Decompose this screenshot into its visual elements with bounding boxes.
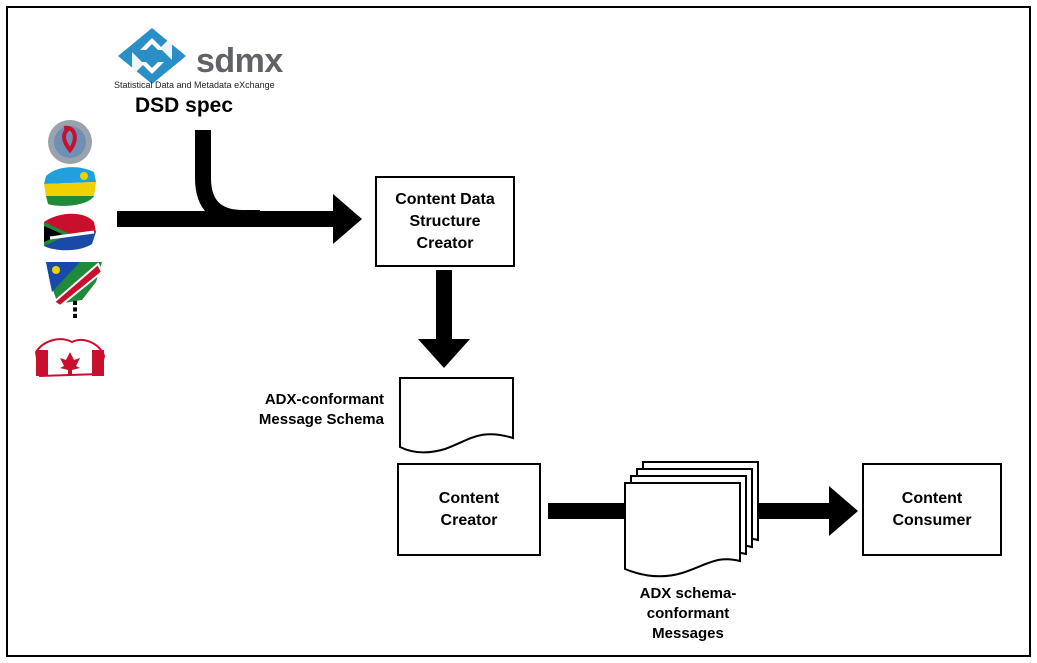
dsd-spec-connector (195, 130, 260, 226)
content-consumer-label: Content Consumer (892, 489, 972, 529)
dsd-spec-label: DSD spec (135, 94, 234, 117)
rwanda-flag-map-icon (44, 167, 96, 206)
sdmx-logo-text: sdmx (196, 42, 283, 80)
message-schema-label: ADX-conformant Message Schema (258, 391, 384, 428)
messages-to-consumer-arrow (758, 486, 858, 536)
sources-ellipsis: ⋮ (64, 297, 86, 322)
content-consumer-box: Content Consumer (862, 463, 1002, 556)
creator-to-messages-arrow (548, 503, 626, 519)
content-creator-box: Content Creator (397, 463, 541, 556)
messages-label: ADX schema-conformant Messages (639, 585, 737, 642)
schema-document-icon (399, 377, 514, 454)
structure-creator-label: Content Data Structure Creator (395, 190, 495, 252)
messages-stack-icon (624, 461, 759, 578)
canada-flag-map-icon (34, 338, 106, 378)
un-aids-emblem-icon (48, 120, 92, 164)
south-africa-flag-map-icon (44, 213, 96, 251)
structure-to-schema-arrow (418, 270, 470, 368)
diagram-frame (6, 6, 1031, 657)
sdmx-logo-subtitle: Statistical Data and Metadata eXchange (114, 80, 275, 90)
sdmx-logo-icon (118, 28, 186, 84)
namibia-flag-map-icon (46, 262, 104, 308)
structure-creator-box: Content Data Structure Creator (375, 176, 515, 267)
content-creator-label: Content Creator (438, 489, 500, 529)
